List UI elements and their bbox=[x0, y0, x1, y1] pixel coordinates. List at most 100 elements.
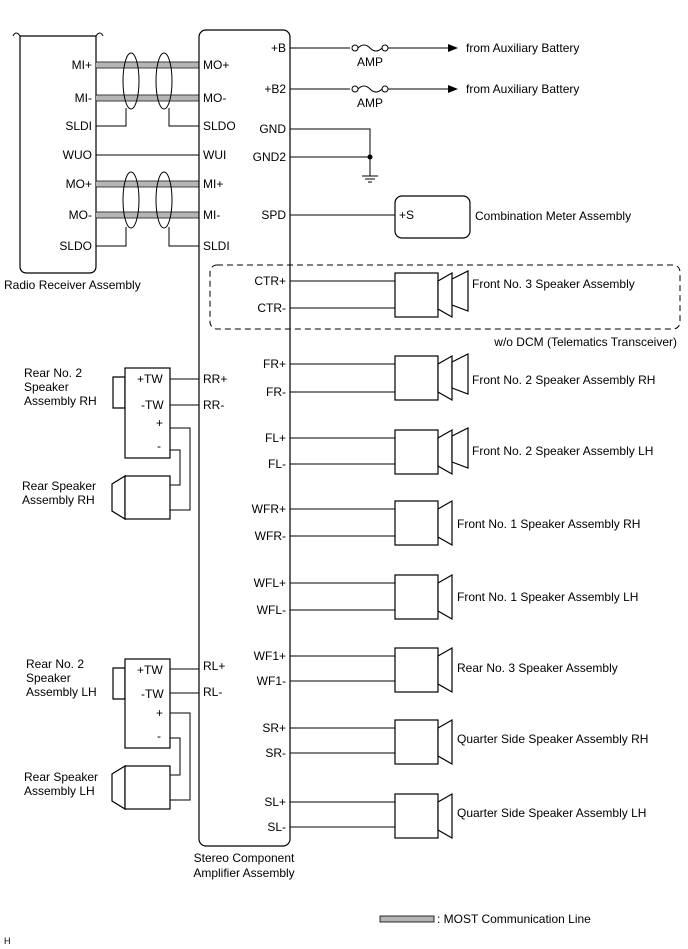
amp-pin-rr-plus: RR+ bbox=[203, 372, 227, 386]
speaker-icon bbox=[111, 474, 126, 521]
rear-speaker-group-lh: Rear No. 2 Speaker Assembly LH +TW -TW +… bbox=[24, 657, 199, 811]
corner-mark: H bbox=[4, 936, 11, 946]
rear-lh-pin-plus: + bbox=[156, 706, 163, 720]
speaker-box bbox=[394, 355, 439, 401]
rear-lh-tweeter-label-3: Assembly LH bbox=[26, 685, 97, 699]
legend-swatch bbox=[379, 915, 435, 923]
amp-pin-spd: SPD bbox=[261, 208, 286, 222]
speaker-icon bbox=[437, 428, 453, 476]
amp-pin-fr-minus: FR- bbox=[266, 385, 286, 399]
amp-pin-sl-minus: SL- bbox=[267, 820, 286, 834]
rear-rh-pin-tw-minus: -TW bbox=[141, 398, 164, 412]
rear-rh-pin-plus: + bbox=[156, 416, 163, 430]
rear-speaker-rh bbox=[124, 475, 171, 520]
rear-speaker-lh bbox=[124, 765, 171, 810]
amp-pin-b2: +B2 bbox=[264, 82, 286, 96]
rear-rh-speaker-label-1: Rear Speaker bbox=[22, 479, 96, 493]
rear-lh-speaker-label-2: Assembly LH bbox=[24, 784, 95, 798]
amp-pin-fr-plus: FR+ bbox=[263, 357, 286, 371]
rear-rh-tweeter-label-3: Assembly RH bbox=[24, 394, 97, 408]
amp-pin-gnd: GND bbox=[259, 122, 286, 136]
amp-pin-mo-plus: MO+ bbox=[203, 58, 229, 72]
speaker-label-7: Quarter Side Speaker Assembly RH bbox=[457, 732, 648, 746]
speaker-assembly-3: Front No. 2 Speaker Assembly LH bbox=[290, 427, 653, 476]
radio-pin-mi-plus: MI+ bbox=[72, 58, 92, 72]
speaker-label-3: Front No. 2 Speaker Assembly LH bbox=[472, 444, 653, 458]
power-supply-2: AMP from Auxiliary Battery bbox=[290, 82, 579, 110]
amp-pin-sr-plus: SR+ bbox=[262, 721, 286, 735]
rear-speaker-group-rh: Rear No. 2 Speaker Assembly RH +TW -TW +… bbox=[22, 366, 199, 521]
rear-lh-speaker-label-1: Rear Speaker bbox=[24, 770, 98, 784]
amp-pin-ctr-minus: CTR- bbox=[257, 301, 286, 315]
legend: : MOST Communication Line bbox=[379, 912, 591, 926]
rear-rh-tweeter-label-2: Speaker bbox=[24, 380, 69, 394]
amp-pin-sldo: SLDO bbox=[203, 119, 236, 133]
speaker-label-2: Front No. 2 Speaker Assembly RH bbox=[472, 373, 655, 387]
amp-pin-gnd2: GND2 bbox=[253, 150, 287, 164]
speaker-box bbox=[394, 500, 439, 546]
amp-pin-fl-minus: FL- bbox=[268, 457, 286, 471]
amplifier-label-line2: Amplifier Assembly bbox=[193, 866, 294, 880]
ground-icon bbox=[362, 175, 378, 183]
amp-pin-mi-plus: MI+ bbox=[203, 177, 223, 191]
speaker-label-5: Front No. 1 Speaker Assembly LH bbox=[457, 590, 638, 604]
rear-rh-pin-tw-plus: +TW bbox=[137, 372, 163, 386]
meter-pin-s: +S bbox=[399, 208, 414, 222]
radio-pin-mo-minus: MO- bbox=[69, 208, 92, 222]
speaker-assembly-6: Rear No. 3 Speaker Assembly bbox=[290, 646, 618, 694]
rear-lh-pin-tw-minus: -TW bbox=[141, 687, 164, 701]
speaker-assembly-8: Quarter Side Speaker Assembly LH bbox=[290, 792, 646, 840]
fuse-label-2: AMP bbox=[357, 96, 383, 110]
amp-pin-mo-minus: MO- bbox=[203, 91, 226, 105]
rear-lh-pin-minus: - bbox=[157, 729, 161, 743]
speaker-label-4: Front No. 1 Speaker Assembly RH bbox=[457, 517, 640, 531]
meter-label: Combination Meter Assembly bbox=[475, 209, 631, 223]
speaker-icon bbox=[451, 427, 469, 469]
radio-pin-sldi: SLDI bbox=[65, 119, 92, 133]
rear-rh-speaker-label-2: Assembly RH bbox=[22, 493, 95, 507]
radio-pin-mo-plus: MO+ bbox=[66, 177, 92, 191]
speaker-icon bbox=[437, 271, 453, 319]
amp-pin-wfl-plus: WFL+ bbox=[254, 576, 286, 590]
speaker-label-6: Rear No. 3 Speaker Assembly bbox=[457, 661, 618, 675]
rear-rh-tweeter-label-1: Rear No. 2 bbox=[24, 366, 82, 380]
radio-pin-sldo: SLDO bbox=[59, 239, 92, 253]
power-source-label-1: from Auxiliary Battery bbox=[466, 41, 579, 55]
speaker-box bbox=[394, 719, 439, 765]
speaker-icon bbox=[451, 270, 469, 312]
amp-pin-rl-plus: RL+ bbox=[203, 659, 225, 673]
rear-lh-tweeter-label-2: Speaker bbox=[26, 671, 71, 685]
amp-pin-sl-plus: SL+ bbox=[264, 795, 286, 809]
speaker-box bbox=[394, 647, 439, 693]
speaker-label-1: Front No. 3 Speaker Assembly bbox=[472, 277, 635, 291]
radio-pin-wuo: WUO bbox=[63, 148, 92, 162]
amp-pin-sldi: SLDI bbox=[203, 239, 230, 253]
amp-pin-wfr-minus: WFR- bbox=[255, 529, 286, 543]
amp-pin-rr-minus: RR- bbox=[203, 398, 224, 412]
speaker-box bbox=[394, 272, 439, 318]
radio-pin-mi-minus: MI- bbox=[75, 91, 92, 105]
amp-pin-wf1-plus: WF1+ bbox=[254, 649, 286, 663]
amp-pin-wf1-minus: WF1- bbox=[257, 674, 286, 688]
power-supply-1: AMP from Auxiliary Battery bbox=[290, 41, 579, 69]
rear-lh-pin-tw-plus: +TW bbox=[137, 663, 163, 677]
amplifier-assembly: Stereo Component Amplifier Assembly MO+ … bbox=[193, 29, 295, 880]
speaker-icon bbox=[437, 646, 453, 694]
radio-receiver-label: Radio Receiver Assembly bbox=[4, 278, 141, 292]
speaker-icon bbox=[111, 764, 126, 811]
amp-pin-b: +B bbox=[271, 41, 286, 55]
legend-label: : MOST Communication Line bbox=[437, 912, 591, 926]
amp-pin-fl-plus: FL+ bbox=[265, 431, 286, 445]
speaker-assembly-2: Front No. 2 Speaker Assembly RH bbox=[290, 353, 655, 402]
ground-connection bbox=[290, 128, 378, 183]
speaker-box bbox=[394, 429, 439, 475]
rear-lh-tweeter-label-1: Rear No. 2 bbox=[26, 657, 84, 671]
dcm-option-frame bbox=[209, 264, 681, 330]
speaker-icon bbox=[437, 718, 453, 766]
amp-pin-rl-minus: RL- bbox=[203, 685, 222, 699]
amp-pin-mi-minus: MI- bbox=[203, 208, 220, 222]
fuse-label-1: AMP bbox=[357, 55, 383, 69]
speaker-label-8: Quarter Side Speaker Assembly LH bbox=[457, 806, 646, 820]
